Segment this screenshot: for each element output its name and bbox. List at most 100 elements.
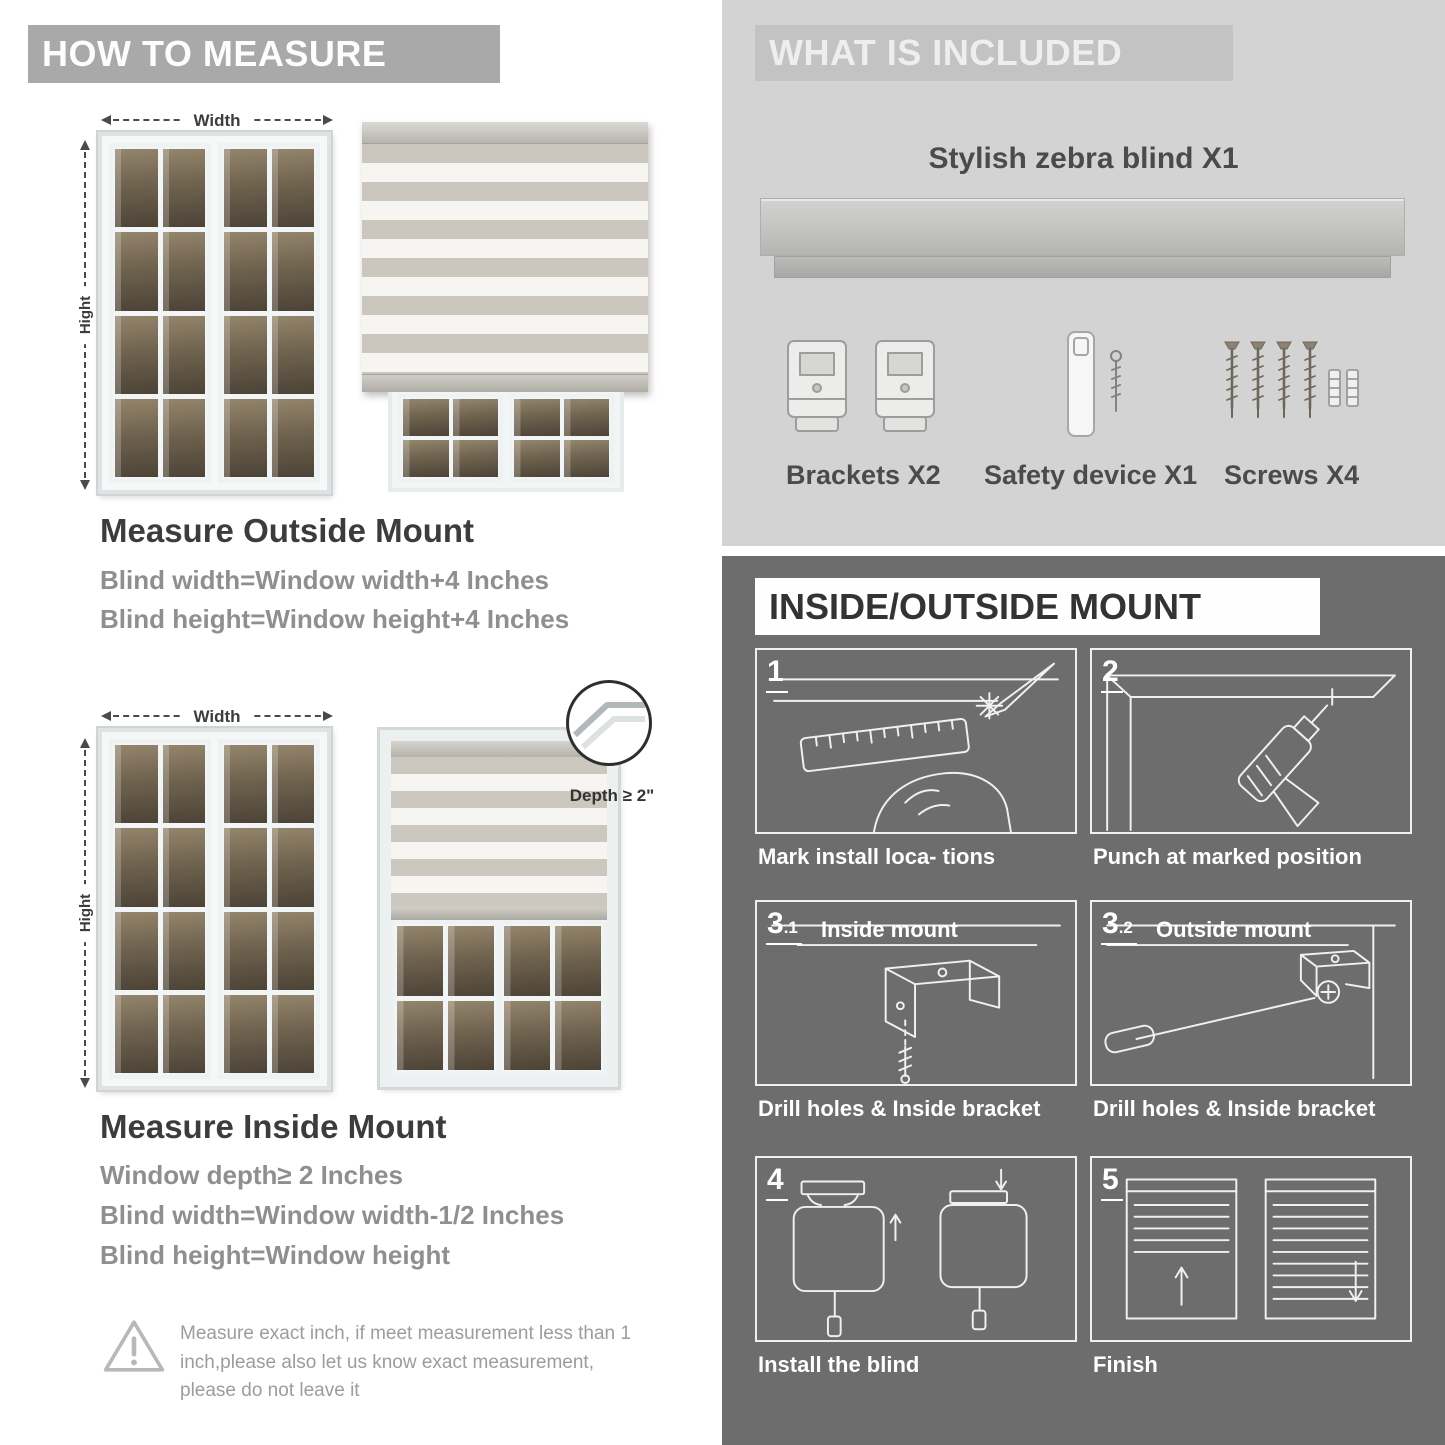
window-pane [271, 232, 314, 311]
window-pane [115, 911, 158, 990]
mount-banner: INSIDE/OUTSIDE MOUNT [755, 578, 1320, 635]
window-casement [509, 394, 614, 482]
window-pane [271, 994, 314, 1073]
mount-instructions-section: INSIDE/OUTSIDE MOUNT 1 Mark install loca… [722, 556, 1445, 1445]
step-panel-4: 4 [755, 1156, 1077, 1342]
zebra-blind-outside-illustration [362, 122, 648, 392]
window-pane [224, 149, 267, 228]
step-number: 4 [766, 1165, 788, 1201]
headrail-valance [774, 256, 1391, 278]
window-pane [224, 828, 267, 907]
blind-bottomrail [391, 907, 607, 920]
window-pane [115, 232, 158, 311]
arrowhead-left-icon [101, 711, 111, 721]
arrowhead-right-icon [323, 711, 333, 721]
arrowhead-down-icon [80, 480, 90, 490]
step-caption-2: Punch at marked position [1093, 844, 1362, 869]
window-pane [224, 994, 267, 1073]
window-pane [271, 828, 314, 907]
window-pane [403, 399, 449, 436]
window-pane [162, 911, 205, 990]
step-panel-3-1: 3.1 Inside mount [755, 900, 1077, 1086]
window-pane [448, 926, 494, 996]
width-label: Width [183, 109, 251, 132]
measure-outside-title: Measure Outside Mount [100, 512, 475, 549]
window-pane [162, 828, 205, 907]
window-pane [224, 911, 267, 990]
step-panel-1: 1 [755, 648, 1077, 834]
window-pane [504, 1000, 550, 1070]
screws-icon [1224, 341, 1359, 418]
window-casement [218, 739, 320, 1079]
warning-triangle-icon [103, 1320, 165, 1372]
step-caption-5: Finish [1093, 1352, 1158, 1377]
outside-bracket-illustration [1104, 924, 1396, 1080]
screws-label: Screws X4 [1224, 460, 1360, 490]
step-panel-5: 5 [1090, 1156, 1412, 1342]
step-number: 3.2 [1101, 909, 1137, 945]
arrowhead-down-icon [80, 1078, 90, 1088]
outside-rule-height: Blind height=Window height+4 Inches [100, 604, 570, 634]
zebra-blind-inside-illustration [377, 727, 621, 1090]
window-pane [555, 926, 601, 996]
window-pane [397, 926, 443, 996]
window-pane [162, 232, 205, 311]
window-pane [224, 745, 267, 824]
outside-rule-width: Blind width=Window width+4 Inches [100, 565, 549, 595]
how-to-measure-banner: HOW TO MEASURE [28, 25, 500, 83]
step-caption-4: Install the blind [758, 1352, 920, 1377]
measure-inside-title: Measure Inside Mount [100, 1108, 447, 1145]
safety-device-icon [1067, 331, 1122, 437]
arrowhead-right-icon [323, 115, 333, 125]
drill-hole-illustration [1106, 674, 1396, 832]
height-arrow: Hight [76, 140, 96, 490]
window-illustration-inside [96, 726, 333, 1092]
window-pane [162, 745, 205, 824]
window-pane [224, 232, 267, 311]
window-pane [162, 315, 205, 394]
finish-illustration [1125, 1178, 1377, 1320]
blind-fabric [391, 757, 607, 907]
step-panel-3-2: 3.2 Outside mount [1090, 900, 1412, 1086]
window-pane [162, 149, 205, 228]
window-pane [224, 398, 267, 477]
window-pane [271, 315, 314, 394]
window-pane [115, 149, 158, 228]
width-arrow: Width [101, 705, 333, 728]
safety-device-label: Safety device X1 [984, 460, 1198, 490]
window-pane [162, 398, 205, 477]
step-title: Inside mount [821, 917, 958, 942]
arrowhead-up-icon [80, 140, 90, 150]
depth-callout-circle [566, 680, 652, 766]
what-is-included-banner: WHAT IS INCLUDED [755, 25, 1233, 81]
window-pane [397, 1000, 443, 1070]
window-casement [218, 143, 320, 483]
window-pane [162, 994, 205, 1073]
window-pane [115, 994, 158, 1073]
blind-bottomrail [362, 374, 648, 392]
window-pane [514, 440, 560, 477]
inside-rule-depth: Window depth≥ 2 Inches [100, 1160, 403, 1190]
window-illustration-outside [96, 130, 333, 496]
frame-corner-icon [572, 702, 645, 750]
included-product-title: Stylish zebra blind X1 [928, 142, 1239, 175]
width-arrow: Width [101, 109, 333, 132]
window-casement [502, 924, 603, 1072]
window-pane [403, 440, 449, 477]
headrail-illustration [760, 198, 1405, 256]
window-pane [271, 149, 314, 228]
window-pane [452, 440, 498, 477]
inside-rule-height: Blind height=Window height [100, 1240, 450, 1270]
inside-bracket-illustration [771, 924, 1061, 1084]
window-pane [448, 1000, 494, 1070]
window-casement [395, 924, 496, 1072]
step-caption-3-2: Drill holes & Inside bracket [1093, 1096, 1376, 1121]
step-caption-1: Mark install loca- tions [758, 844, 996, 869]
window-pane [115, 745, 158, 824]
arrowhead-left-icon [101, 115, 111, 125]
blind-headrail [391, 741, 607, 757]
window-pane [504, 926, 550, 996]
measurement-warning-text: Measure exact inch, if meet measurement … [180, 1323, 631, 1401]
window-pane [555, 1000, 601, 1070]
